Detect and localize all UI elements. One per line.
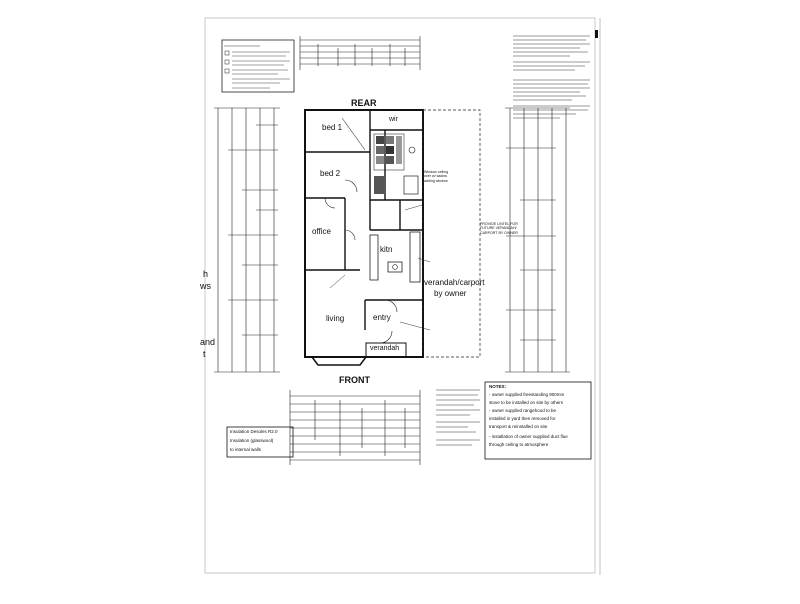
room-bed2: bed 2	[320, 169, 341, 178]
bathroom-tiles	[373, 133, 419, 195]
bottom-dimension-lines	[289, 390, 421, 465]
kitchen-benches	[369, 231, 421, 283]
margin-fragment: t	[203, 349, 206, 359]
margin-fragment: h	[203, 269, 209, 279]
notes-line: through ceiling to atmosphere	[489, 442, 549, 447]
spec-notes-top-right	[513, 35, 590, 119]
notes-line: - owner supplied freestanding 900mm	[489, 392, 565, 397]
legend-box	[221, 39, 295, 93]
by-owner-label: by owner	[434, 289, 467, 298]
leader-lines	[329, 204, 431, 331]
carport-lintel-note: PROVIDE LINTEL FOR FUTURE VERANDAH/ CARP…	[480, 222, 518, 235]
verandah-carport-label: verandah/carport	[424, 278, 485, 287]
room-office: office	[312, 227, 331, 236]
window-note: Window ceiling over w/ sadow adding wind…	[424, 170, 448, 183]
insulation-line-3: to internal walls	[230, 447, 262, 452]
margin-fragment: ws	[200, 281, 211, 291]
schedule-block	[436, 389, 480, 446]
room-verandah: verandah	[370, 345, 400, 352]
room-bed1: bed 1	[322, 123, 343, 132]
room-living: living	[326, 314, 345, 323]
rear-label: REAR	[351, 98, 377, 108]
right-dimension-lines	[505, 107, 570, 373]
notes-heading: NOTES:	[489, 384, 507, 389]
insulation-line-1: Insulation Desoles R2.0	[230, 429, 278, 434]
door-swings	[324, 179, 398, 344]
front-label: FRONT	[339, 375, 370, 385]
notes-line: - installation of owner supplied duct fl…	[489, 434, 568, 439]
notes-line: installed in yard then removed for	[489, 416, 556, 421]
robe-line	[341, 117, 366, 151]
room-wir: wir	[389, 116, 398, 123]
insulation-line-2: Insulation (glasswool)	[230, 438, 274, 443]
interior-walls	[305, 110, 423, 330]
house-outline	[304, 109, 481, 366]
notes-box	[484, 381, 592, 460]
left-dimension-lines	[214, 107, 280, 373]
insulation-box	[226, 426, 294, 458]
notes-line: stove to be installed on site by others	[489, 400, 564, 405]
room-kitchen: kitn	[380, 245, 393, 254]
notes-line: transport & reinstalled on site	[489, 424, 548, 429]
margin-fragment: and	[200, 337, 216, 347]
room-entry: entry	[373, 313, 391, 322]
top-dimension-lines	[299, 36, 421, 70]
notes-line: - owner supplied rangehood to be	[489, 408, 557, 413]
